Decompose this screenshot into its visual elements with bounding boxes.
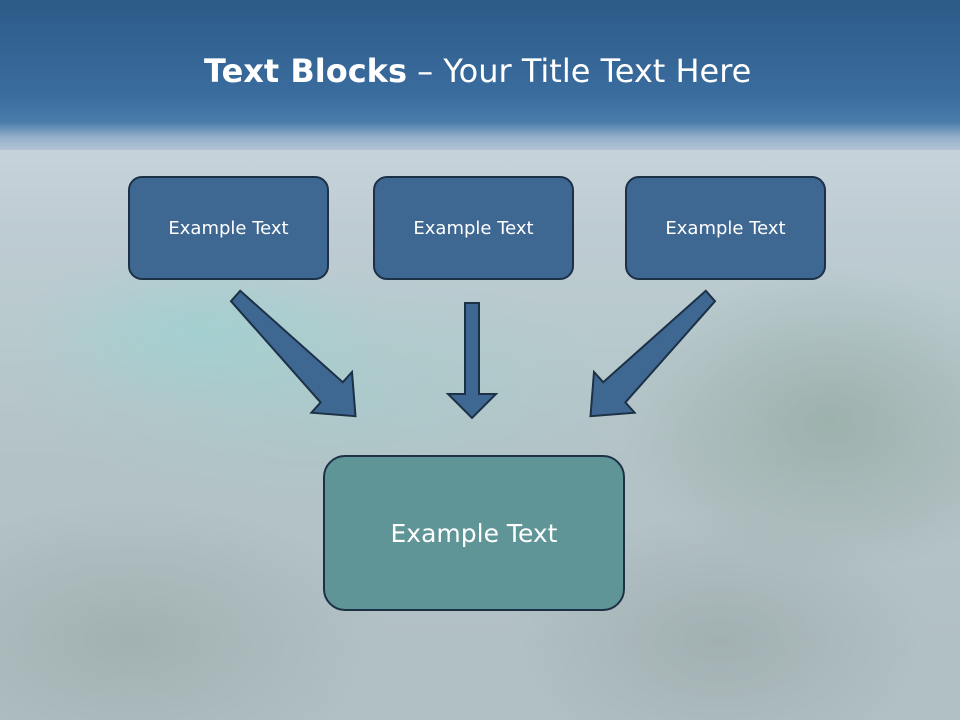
title-separator: – [407,52,444,90]
top-block-3: Example Text [625,176,826,280]
top-block-2-label: Example Text [413,217,534,239]
title-bar [0,0,960,150]
slide-title: Text Blocks – Your Title Text Here [204,52,751,90]
arrow-left [229,289,357,418]
main-block: Example Text [323,455,625,611]
arrow-center [445,302,499,420]
title-bold-part: Text Blocks [204,52,407,90]
title-rest-part: Your Title Text Here [443,52,752,90]
top-block-1-label: Example Text [168,217,289,239]
top-block-3-label: Example Text [665,217,786,239]
arrow-right [589,289,717,418]
main-block-label: Example Text [390,518,558,548]
top-block-2: Example Text [373,176,574,280]
top-block-1: Example Text [128,176,329,280]
